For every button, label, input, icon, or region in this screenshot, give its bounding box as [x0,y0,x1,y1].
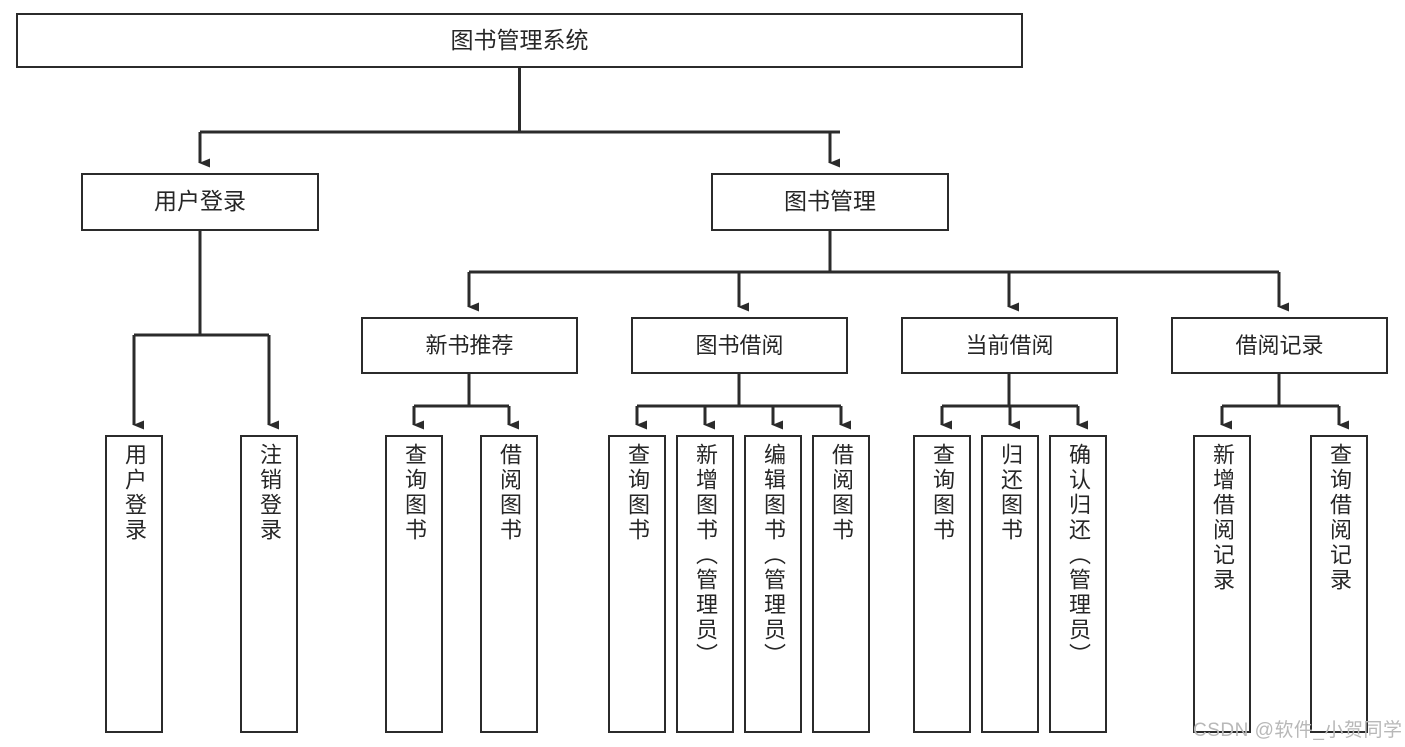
node-label: 新增借阅记录 [1210,443,1235,593]
node-new-book-recommend[interactable]: 新书推荐 [361,317,578,374]
node-leaf-confirm-return-admin[interactable]: 确认归还（管理员） [1049,435,1107,733]
node-label: 归还图书 [998,443,1023,543]
node-book-borrow[interactable]: 图书借阅 [631,317,848,374]
node-leaf-add-borrow-record[interactable]: 新增借阅记录 [1193,435,1251,733]
node-label: 图书管理系统 [450,26,589,53]
node-label: 查询图书 [402,443,427,543]
node-label: 查询图书 [930,443,955,543]
node-leaf-borrow-book-borrow[interactable]: 借阅图书 [812,435,870,733]
node-user-login[interactable]: 用户登录 [81,173,319,231]
node-label: 借阅图书 [497,443,522,543]
node-leaf-query-book-recommend[interactable]: 查询图书 [385,435,443,733]
node-leaf-user-login[interactable]: 用户登录 [105,435,163,733]
node-current-borrow[interactable]: 当前借阅 [901,317,1118,374]
node-label: 注销登录 [257,443,282,543]
node-label: 用户登录 [154,188,246,215]
node-leaf-query-book-current[interactable]: 查询图书 [913,435,971,733]
node-book-management[interactable]: 图书管理 [711,173,949,231]
node-borrow-record[interactable]: 借阅记录 [1171,317,1388,374]
node-label: 确认归还（管理员） [1066,443,1091,668]
node-leaf-return-book[interactable]: 归还图书 [981,435,1039,733]
node-leaf-borrow-book-recommend[interactable]: 借阅图书 [480,435,538,733]
node-label: 图书借阅 [695,332,784,358]
node-leaf-query-borrow-record[interactable]: 查询借阅记录 [1310,435,1368,733]
node-leaf-user-logout[interactable]: 注销登录 [240,435,298,733]
node-label: 借阅图书 [829,443,854,543]
node-label: 新书推荐 [425,332,514,358]
node-leaf-add-book-admin[interactable]: 新增图书（管理员） [676,435,734,733]
node-label: 借阅记录 [1235,332,1324,358]
node-leaf-query-book-borrow[interactable]: 查询图书 [608,435,666,733]
node-label: 新增图书（管理员） [693,443,718,668]
node-leaf-edit-book-admin[interactable]: 编辑图书（管理员） [744,435,802,733]
node-label: 当前借阅 [965,332,1054,358]
node-label: 用户登录 [122,443,147,543]
node-label: 查询借阅记录 [1327,443,1352,593]
node-label: 图书管理 [784,188,876,215]
node-label: 编辑图书（管理员） [761,443,786,668]
node-label: 查询图书 [625,443,650,543]
node-root-book-management-system[interactable]: 图书管理系统 [16,13,1023,68]
